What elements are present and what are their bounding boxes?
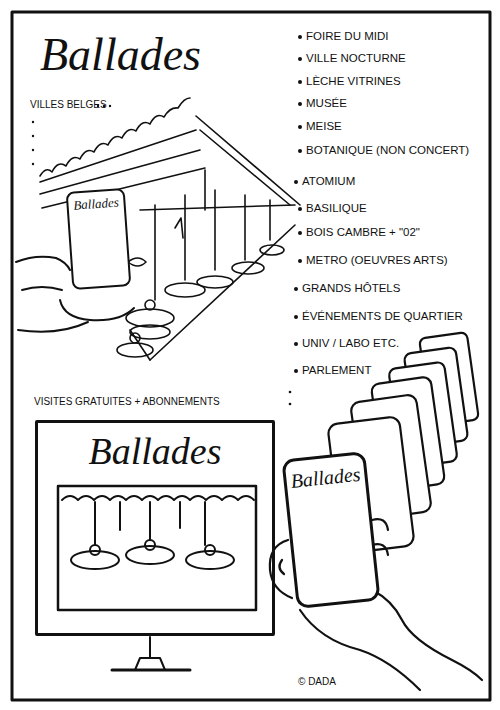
list-item: MEISE [306, 120, 342, 132]
node-title: Ballades [286, 462, 366, 493]
list-item: METRO (OEUVRES ARTS) [306, 254, 448, 266]
list-item: UNIV / LABO ETC. [302, 337, 399, 349]
list-item: MUSÉE [306, 97, 347, 109]
monitor-sketch [58, 486, 256, 670]
list-item: ÉVÉNEMENTS DE QUARTIER [302, 310, 463, 322]
note-text: VISITES GRATUITES + ABONNEMENTS [34, 396, 220, 407]
dots [32, 105, 292, 406]
list-item: VILLE NOCTURNE [306, 52, 406, 64]
list-item: BOIS CAMBRE + "02" [306, 226, 420, 238]
list-item: FOIRE DU MIDI [306, 30, 388, 42]
node-title: Ballades [38, 429, 272, 473]
signature: © DADA [298, 676, 336, 687]
list-item: LÈCHE VITRINES [306, 75, 401, 87]
region-label: VILLES BELGES [30, 99, 107, 110]
frame [12, 12, 490, 700]
list-item: ATOMIUM [302, 175, 355, 187]
phone-screen: Ballades [65, 188, 131, 290]
title: Ballades [40, 28, 201, 81]
carousel-sketch [40, 98, 300, 360]
monitor-screen: Ballades [35, 420, 275, 636]
list-item: PARLEMENT [302, 364, 371, 376]
list-item: BASILIQUE [306, 202, 367, 214]
node-title: Ballades [68, 194, 124, 214]
phone-screen: Ballades [281, 451, 380, 609]
list-item: GRANDS HÔTELS [302, 282, 400, 294]
list-item: BOTANIQUE (NON CONCERT) [306, 144, 469, 156]
